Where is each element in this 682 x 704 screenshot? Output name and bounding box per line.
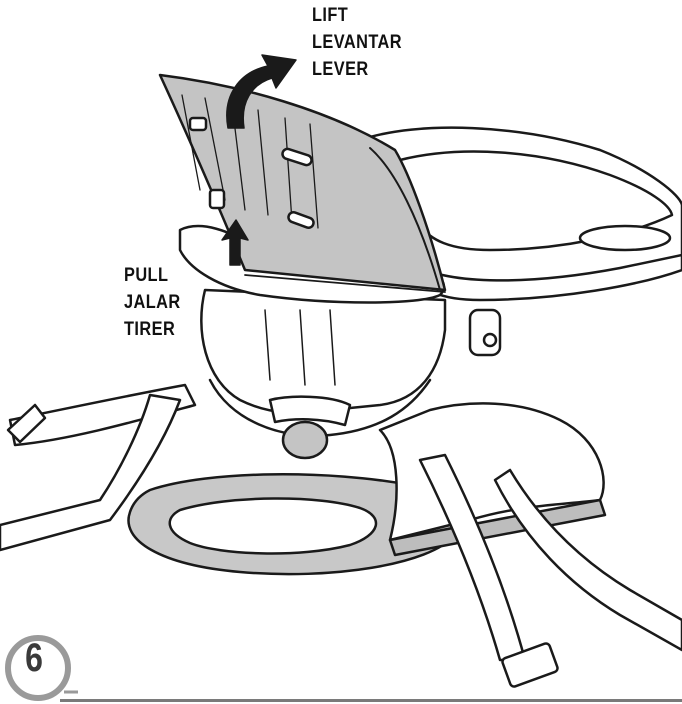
pull-label-es: JALAR (124, 292, 181, 313)
pull-label: PULL JALAR TIRER (124, 262, 181, 343)
pull-label-fr: TIRER (124, 319, 176, 340)
lift-label: LIFT LEVANTAR LEVER (312, 2, 402, 83)
pull-label-en: PULL (124, 265, 169, 286)
pull-arrow-icon (221, 219, 249, 266)
harness-straps (0, 383, 682, 688)
lift-label-en: LIFT (312, 5, 349, 26)
side-pivot (468, 308, 502, 357)
base-ring (127, 473, 462, 576)
lift-arrow-icon (226, 54, 297, 129)
step-badge (5, 635, 78, 701)
center-knob (268, 395, 352, 460)
bottom-rule (60, 699, 682, 702)
step-number: 6 (25, 636, 43, 680)
lift-label-fr: LEVER (312, 59, 369, 80)
lift-label-es: LEVANTAR (312, 32, 402, 53)
